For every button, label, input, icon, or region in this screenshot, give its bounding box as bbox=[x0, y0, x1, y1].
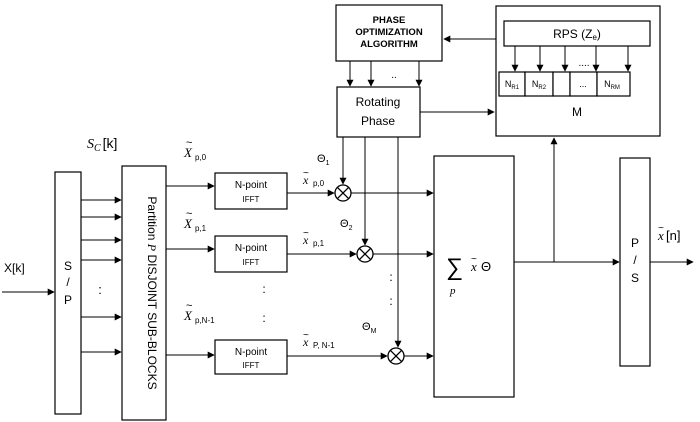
sp-label-p: P bbox=[64, 293, 72, 307]
svg-text:X: X bbox=[183, 145, 193, 160]
nr-cell-4-label: ... bbox=[579, 79, 587, 89]
sp-to-partition-arrows bbox=[81, 196, 122, 356]
nr-cell-1 bbox=[498, 71, 526, 97]
sp-label-s: S bbox=[64, 259, 72, 273]
phase-dots-1: : bbox=[389, 270, 392, 284]
svg-text:~: ~ bbox=[186, 208, 192, 220]
svg-text:~: ~ bbox=[186, 300, 192, 312]
ps-label-slash: / bbox=[633, 253, 637, 267]
ifft-block-3 bbox=[214, 339, 288, 375]
svg-text:x: x bbox=[302, 335, 309, 349]
sc-label: SC[k] bbox=[87, 135, 117, 154]
m-label: M bbox=[572, 105, 582, 119]
svg-text:[n]: [n] bbox=[666, 228, 680, 243]
svg-text:X: X bbox=[183, 216, 193, 231]
opt-to-rotating-arrows bbox=[346, 61, 423, 87]
svg-text:~: ~ bbox=[303, 228, 309, 239]
rps-label: RPS (Ze) bbox=[553, 27, 601, 42]
svg-text:~: ~ bbox=[471, 254, 477, 265]
ifft-block-2 bbox=[214, 235, 288, 273]
ifft-output-label-3: x ~ P, N-1 bbox=[302, 330, 335, 350]
svg-text:p,1: p,1 bbox=[313, 239, 325, 248]
rotating-phase-line1: Rotating bbox=[356, 95, 401, 109]
phase-opt-line1: PHASE bbox=[373, 15, 406, 26]
svg-text:p,N-1: p,N-1 bbox=[195, 316, 215, 325]
svg-text:~: ~ bbox=[303, 330, 309, 341]
ifft-block-2-line2: IFFT bbox=[243, 258, 260, 267]
multiplier-2 bbox=[356, 245, 374, 263]
svg-text:p,0: p,0 bbox=[313, 179, 325, 188]
svg-text:~: ~ bbox=[303, 168, 309, 179]
phase-opt-line3: ALGORITHM bbox=[360, 39, 418, 50]
svg-text:~: ~ bbox=[186, 137, 192, 149]
ps-block bbox=[619, 157, 651, 367]
phase-dots-2: : bbox=[389, 294, 392, 308]
nr-cell-1-label: NR1 bbox=[505, 79, 520, 91]
nr-cell-5 bbox=[596, 71, 631, 97]
nr-cell-2 bbox=[524, 71, 554, 97]
rotating-phase-line2: Phase bbox=[361, 114, 395, 128]
sp-label-slash: / bbox=[66, 275, 70, 289]
phase-opt-line2: OPTIMIZATION bbox=[355, 27, 423, 38]
partition-block bbox=[121, 165, 167, 421]
branch-input-label-1: X ~ p,0 bbox=[183, 137, 207, 162]
theta-label-3: ΘM bbox=[362, 321, 377, 335]
output-label: x ~ [n] bbox=[657, 223, 680, 243]
opt-dots: .. bbox=[391, 70, 397, 81]
nr-cell-3 bbox=[552, 71, 571, 97]
svg-text:x: x bbox=[302, 233, 309, 247]
ifft-block-1-line2: IFFT bbox=[243, 195, 260, 204]
ps-label-s: S bbox=[631, 271, 639, 285]
multiplier-3 bbox=[387, 347, 405, 365]
svg-text:p,1: p,1 bbox=[195, 224, 207, 233]
ifft-dots-1: : bbox=[262, 282, 265, 296]
rps-to-nr-arrows bbox=[511, 46, 632, 72]
partition-label: Partition P DISJOINT SUB-BLOCKS bbox=[145, 196, 159, 389]
nr-cell-2-label: NR2 bbox=[532, 79, 547, 91]
svg-text:p: p bbox=[449, 285, 456, 297]
svg-text:X: X bbox=[183, 308, 193, 323]
theta-label-1: Θ1 bbox=[317, 153, 330, 167]
ifft-block-3-line1: N-point bbox=[235, 347, 267, 358]
svg-text:∑: ∑ bbox=[446, 254, 463, 281]
svg-text:x: x bbox=[470, 259, 477, 274]
ps-label-p: P bbox=[631, 236, 639, 250]
ifft-block-1 bbox=[214, 172, 288, 210]
multiplier-1 bbox=[334, 184, 352, 202]
svg-text:Θ: Θ bbox=[481, 259, 491, 274]
input-label: X[k] bbox=[4, 261, 25, 275]
branch-input-label-3: X ~ p,N-1 bbox=[183, 300, 215, 325]
svg-text:P, N-1: P, N-1 bbox=[313, 341, 335, 350]
svg-text:p,0: p,0 bbox=[195, 153, 207, 162]
ifft-output-label-1: x ~ p,0 bbox=[302, 168, 325, 188]
nr-dots: .... bbox=[578, 58, 589, 69]
branch-input-label-2: X ~ p,1 bbox=[183, 208, 207, 233]
theta-label-2: Θ2 bbox=[340, 218, 353, 232]
sum-block bbox=[433, 155, 515, 398]
ifft-block-2-line1: N-point bbox=[235, 243, 267, 254]
svg-text:x: x bbox=[657, 228, 664, 243]
sp-block bbox=[54, 171, 82, 415]
ifft-output-label-2: x ~ p,1 bbox=[302, 228, 325, 248]
phase-optimization-block bbox=[335, 4, 443, 62]
svg-text:x: x bbox=[302, 173, 309, 187]
ifft-block-1-line1: N-point bbox=[235, 180, 267, 191]
ifft-block-3-line2: IFFT bbox=[243, 361, 260, 370]
svg-text:~: ~ bbox=[658, 223, 664, 234]
nr-cell-5-label: NRM bbox=[604, 79, 620, 91]
rps-block bbox=[503, 20, 651, 47]
sp-dots: : bbox=[98, 282, 102, 297]
ifft-dots-2: : bbox=[262, 311, 265, 325]
sum-formula: ∑ p x ~ Θ bbox=[446, 254, 491, 297]
